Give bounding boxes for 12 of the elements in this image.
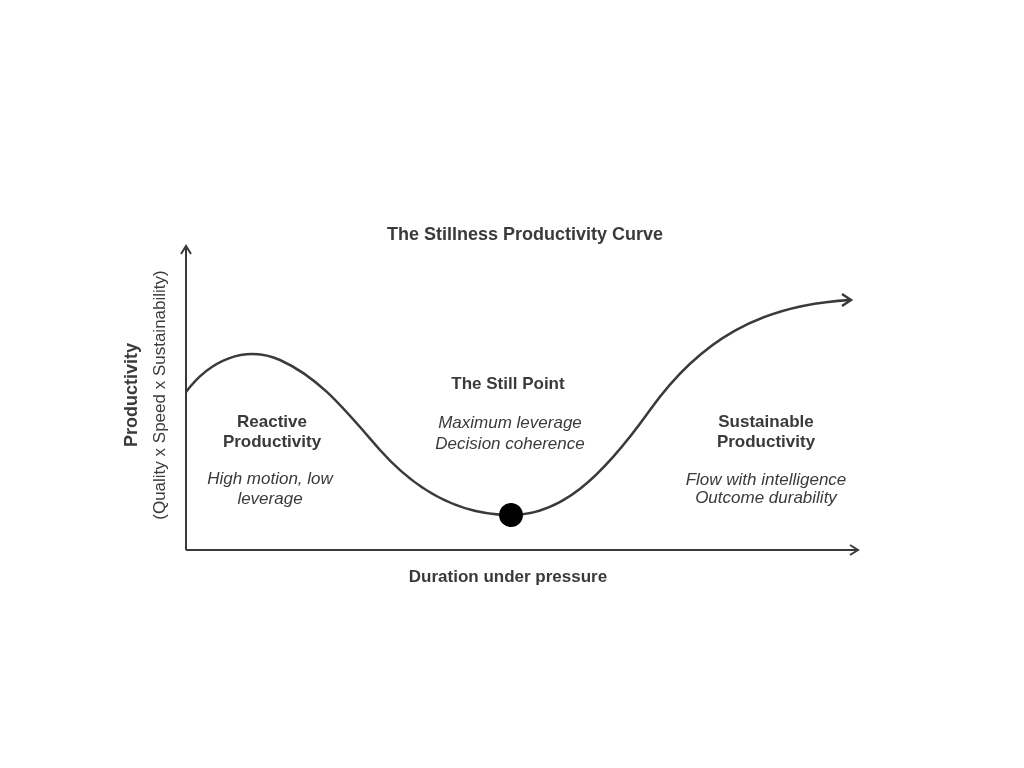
axis-label: Duration under pressure bbox=[408, 566, 608, 589]
zone-description: Decision coherence bbox=[435, 433, 585, 456]
zone-description: Maximum leverage bbox=[438, 412, 582, 435]
zone-heading: Reactive Productivity bbox=[221, 412, 323, 452]
axis-title: Productivity bbox=[119, 343, 142, 447]
zone-description: High motion, low leverage bbox=[206, 469, 335, 509]
zone-heading: The Still Point bbox=[451, 373, 565, 396]
zone-heading: Sustainable Productivity bbox=[715, 412, 817, 452]
chart-title: The Stillness Productivity Curve bbox=[386, 222, 664, 246]
zone-description: Outcome durability bbox=[695, 488, 837, 510]
zone-description: Flow with intelligence bbox=[685, 469, 847, 491]
axis-subtitle: (Quality x Speed x Sustainability) bbox=[149, 270, 171, 520]
